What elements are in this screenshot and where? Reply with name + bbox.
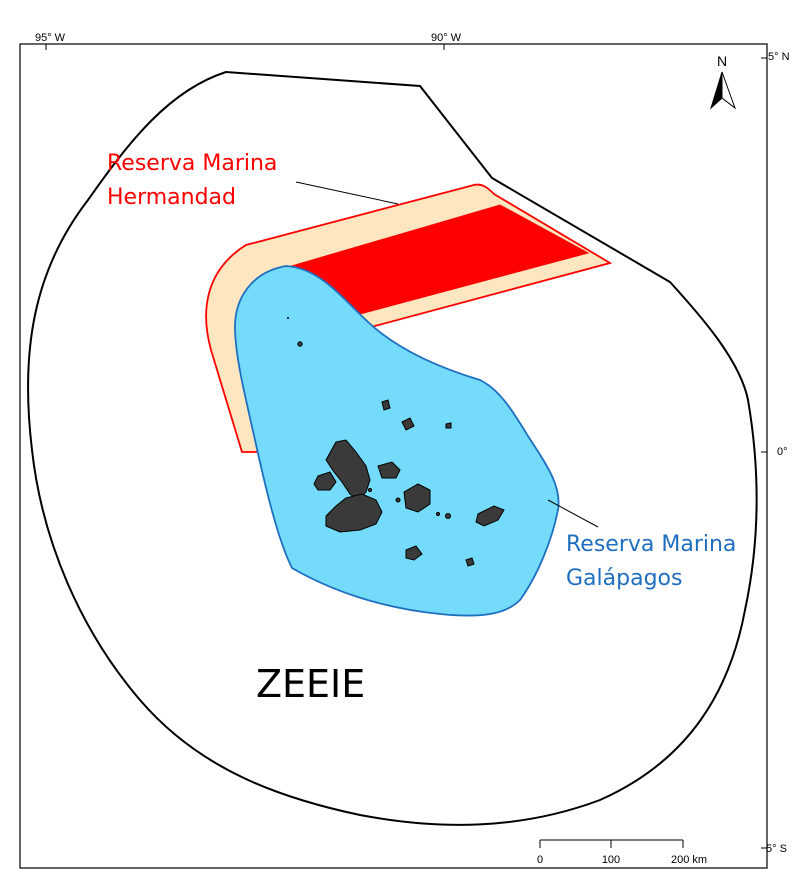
island-islet-2 — [367, 487, 373, 493]
lat-label-5n: 5° N — [768, 51, 790, 63]
north-arrow: N — [709, 53, 737, 110]
island-santa-cruz — [403, 483, 431, 513]
island-santa-fe — [445, 513, 451, 519]
island-darwin — [297, 341, 303, 347]
zeeie-label: ZEEIE — [256, 662, 365, 706]
hermandad-label-line2: Hermandad — [107, 185, 236, 210]
island-islet-1 — [395, 497, 401, 503]
island-islet-3 — [435, 511, 441, 517]
island-fernandina — [313, 471, 337, 491]
lon-label-90w: 90° W — [431, 32, 462, 44]
island-genovesa — [445, 422, 452, 429]
galapagos-reserve — [234, 265, 560, 617]
lat-label-5s: 5° S — [766, 843, 787, 855]
island-marchena — [401, 417, 415, 431]
galapagos-leader-line — [547, 499, 599, 528]
north-arrow-label: N — [717, 53, 727, 69]
galapagos-label-line2: Galápagos — [566, 566, 682, 591]
lon-label-95w: 95° W — [35, 32, 66, 44]
scale-bar: 0 100 200 km — [537, 839, 707, 866]
north-arrow-right-half — [721, 71, 737, 110]
scale-bar-label-0: 0 — [537, 854, 543, 866]
island-espanola — [465, 557, 475, 567]
island-floreana — [405, 545, 423, 561]
islands — [297, 341, 505, 567]
scale-bar-label-100: 100 — [602, 854, 620, 866]
island-isabela-south — [325, 493, 383, 533]
island-pinta — [381, 399, 391, 411]
galapagos-label-line1: Reserva Marina — [566, 532, 736, 557]
hermandad-leader-line — [295, 181, 399, 205]
island-san-cristobal — [475, 505, 505, 527]
island-wolf — [287, 317, 289, 319]
hermandad-label-line1: Reserva Marina — [107, 151, 277, 176]
lat-label-0: 0° — [777, 446, 788, 458]
scale-bar-label-200: 200 km — [671, 854, 707, 866]
island-santiago — [377, 461, 401, 479]
